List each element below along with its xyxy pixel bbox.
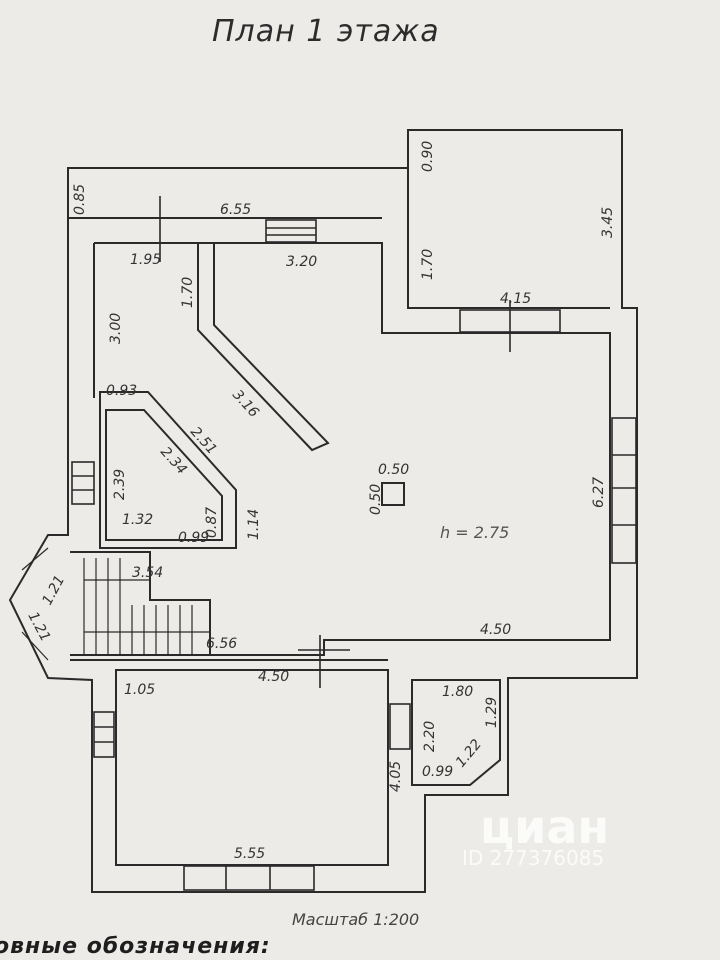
dim-1-70-a: 1.70 bbox=[180, 277, 196, 308]
dim-1-80: 1.80 bbox=[442, 684, 473, 700]
ceiling-height: h = 2.75 bbox=[440, 523, 509, 542]
dim-4-15: 4.15 bbox=[500, 291, 531, 307]
dim-4-05: 4.05 bbox=[388, 761, 404, 792]
watermark-id: ID 277376085 bbox=[462, 846, 605, 870]
dim-1-29: 1.29 bbox=[484, 697, 500, 728]
dim-0-87: 0.87 bbox=[204, 507, 220, 538]
dim-1-70-b: 1.70 bbox=[420, 249, 436, 280]
dim-6-55: 6.55 bbox=[220, 202, 251, 218]
dim-0-50-b: 0.50 bbox=[368, 484, 384, 515]
legend-heading: овные обозначения: bbox=[0, 934, 271, 959]
dim-5-55: 5.55 bbox=[234, 846, 265, 862]
dim-0-90: 0.90 bbox=[420, 141, 436, 172]
dim-1-95: 1.95 bbox=[130, 252, 161, 268]
dim-0-50-a: 0.50 bbox=[378, 462, 409, 478]
stair-treads bbox=[21, 547, 210, 661]
inner-wall-main bbox=[70, 242, 611, 656]
trapezoid-room bbox=[99, 391, 237, 549]
dim-3-54: 3.54 bbox=[132, 565, 163, 581]
dim-3-00: 3.00 bbox=[108, 313, 124, 344]
dim-1-22: 1.22 bbox=[453, 736, 485, 770]
dim-6-27: 6.27 bbox=[591, 477, 607, 508]
stair-room bbox=[70, 551, 211, 655]
trapezoid-room-inner bbox=[105, 409, 223, 541]
plan-title: План 1 этажа bbox=[212, 14, 440, 49]
dim-0-85: 0.85 bbox=[72, 184, 88, 215]
dim-6-56: 6.56 bbox=[206, 636, 237, 652]
watermark-brand: циан bbox=[480, 800, 610, 854]
dim-1-21-a: 1.21 bbox=[39, 573, 68, 608]
dim-4-50-b: 4.50 bbox=[258, 669, 289, 685]
dim-2-39: 2.39 bbox=[112, 469, 128, 500]
outer-wall bbox=[8, 129, 638, 893]
dim-0-99-b: 0.99 bbox=[422, 764, 453, 780]
diagonal-wall bbox=[197, 243, 330, 452]
dim-3-45: 3.45 bbox=[600, 207, 616, 238]
dim-2-20: 2.20 bbox=[422, 721, 438, 752]
dim-0-93: 0.93 bbox=[106, 383, 137, 399]
bay-room bbox=[411, 679, 501, 786]
dim-0-99-a: 0.99 bbox=[178, 530, 209, 546]
dim-1-32: 1.32 bbox=[122, 512, 153, 528]
column bbox=[381, 482, 405, 506]
dim-1-05: 1.05 bbox=[124, 682, 155, 698]
scale-label: Масштаб 1:200 bbox=[292, 910, 420, 929]
dim-2-34: 2.34 bbox=[157, 444, 190, 478]
windows bbox=[71, 196, 637, 891]
dim-4-50-a: 4.50 bbox=[480, 622, 511, 638]
bottom-room bbox=[115, 669, 389, 866]
dim-1-14: 1.14 bbox=[246, 509, 262, 540]
wall-right-upper bbox=[407, 168, 610, 309]
dim-3-20: 3.20 bbox=[286, 254, 317, 270]
